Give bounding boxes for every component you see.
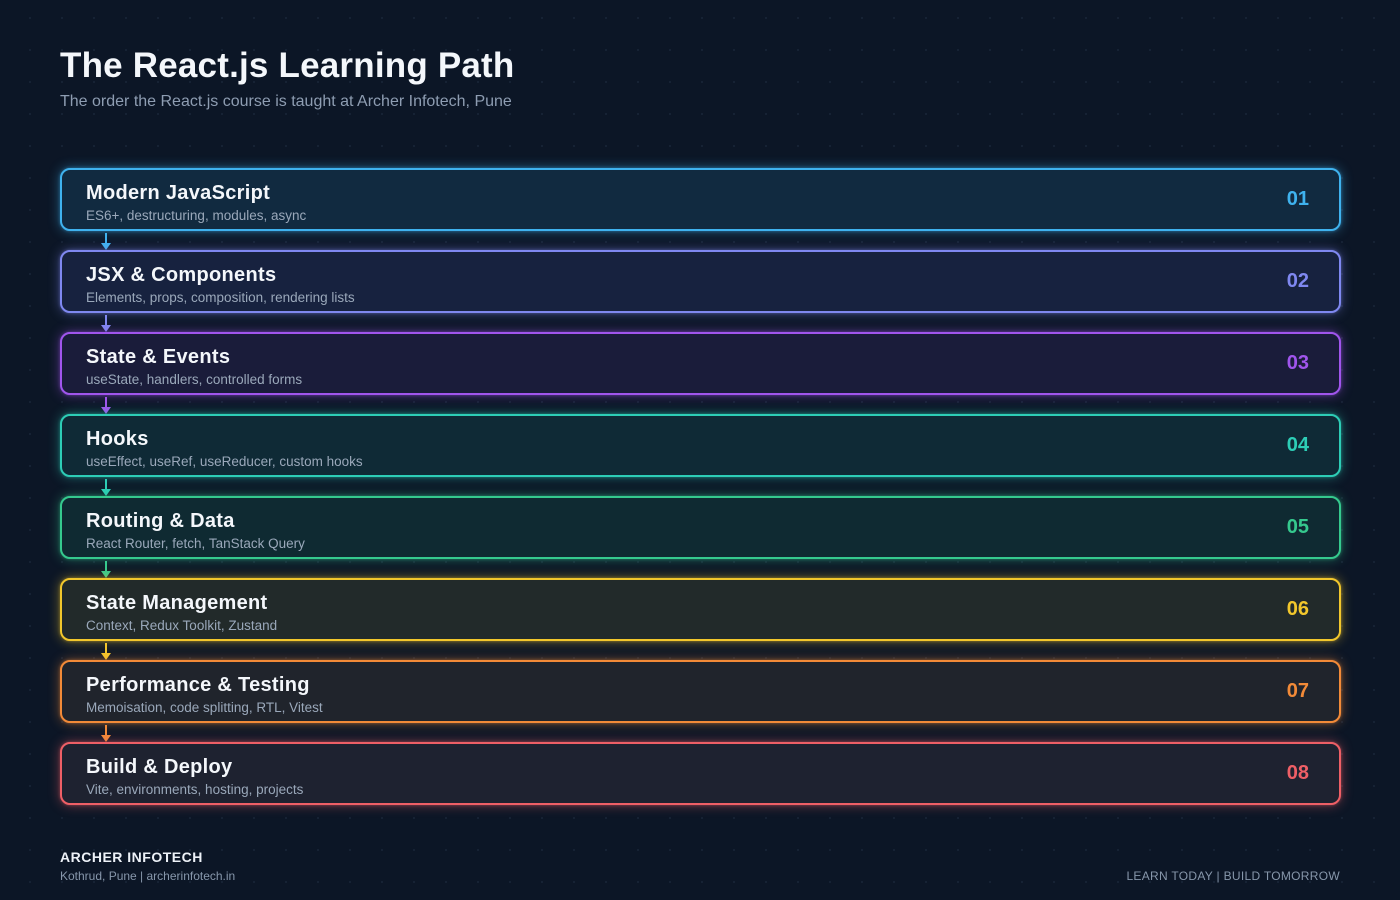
step-card: State Management Context, Redux Toolkit,… [60, 578, 1341, 641]
connector-arrow [101, 561, 111, 578]
step-title: State Management [86, 592, 268, 614]
step-card: JSX & Components Elements, props, compos… [60, 250, 1341, 313]
step-title: Hooks [86, 428, 149, 450]
step-number: 03 [1286, 352, 1309, 374]
step-title: Build & Deploy [86, 756, 233, 778]
connector-arrow [101, 397, 111, 414]
step-card: Hooks useEffect, useRef, useReducer, cus… [60, 414, 1341, 477]
step-description: Elements, props, composition, rendering … [86, 290, 355, 305]
step-description: React Router, fetch, TanStack Query [86, 536, 305, 551]
step-number: 05 [1286, 516, 1309, 538]
step-card: Modern JavaScript ES6+, destructuring, m… [60, 168, 1341, 231]
step-title: Routing & Data [86, 510, 235, 532]
step-number: 08 [1286, 762, 1309, 784]
step-description: ES6+, destructuring, modules, async [86, 208, 307, 223]
page-title: The React.js Learning Path [60, 46, 515, 85]
step-card: Build & Deploy Vite, environments, hosti… [60, 742, 1341, 805]
step-description: Context, Redux Toolkit, Zustand [86, 618, 278, 633]
step-number: 04 [1286, 434, 1309, 456]
step-number: 06 [1286, 598, 1309, 620]
step-card: Routing & Data React Router, fetch, TanS… [60, 496, 1341, 559]
step-title: Performance & Testing [86, 674, 310, 696]
step-description: Vite, environments, hosting, projects [86, 782, 304, 797]
connector-arrow [101, 643, 111, 660]
step-description: Memoisation, code splitting, RTL, Vitest [86, 700, 323, 715]
connector-arrow [101, 725, 111, 742]
page-subtitle: The order the React.js course is taught … [60, 93, 512, 110]
step-description: useState, handlers, controlled forms [86, 372, 303, 387]
step-title: JSX & Components [86, 264, 277, 286]
footer-brand: ARCHER INFOTECH [60, 849, 203, 865]
step-card: Performance & Testing Memoisation, code … [60, 660, 1341, 723]
connector-arrow [101, 233, 111, 250]
step-card: State & Events useState, handlers, contr… [60, 332, 1341, 395]
step-number: 02 [1286, 270, 1309, 292]
step-description: useEffect, useRef, useReducer, custom ho… [86, 454, 363, 469]
connector-arrow [101, 315, 111, 332]
step-number: 01 [1286, 188, 1309, 210]
footer-tagline: LEARN TODAY | BUILD TOMORROW [1126, 869, 1340, 883]
step-number: 07 [1286, 680, 1309, 702]
step-title: State & Events [86, 346, 231, 368]
footer-address: Kothrud, Pune | archerinfotech.in [60, 869, 236, 883]
step-title: Modern JavaScript [86, 182, 271, 204]
connector-arrow [101, 479, 111, 496]
